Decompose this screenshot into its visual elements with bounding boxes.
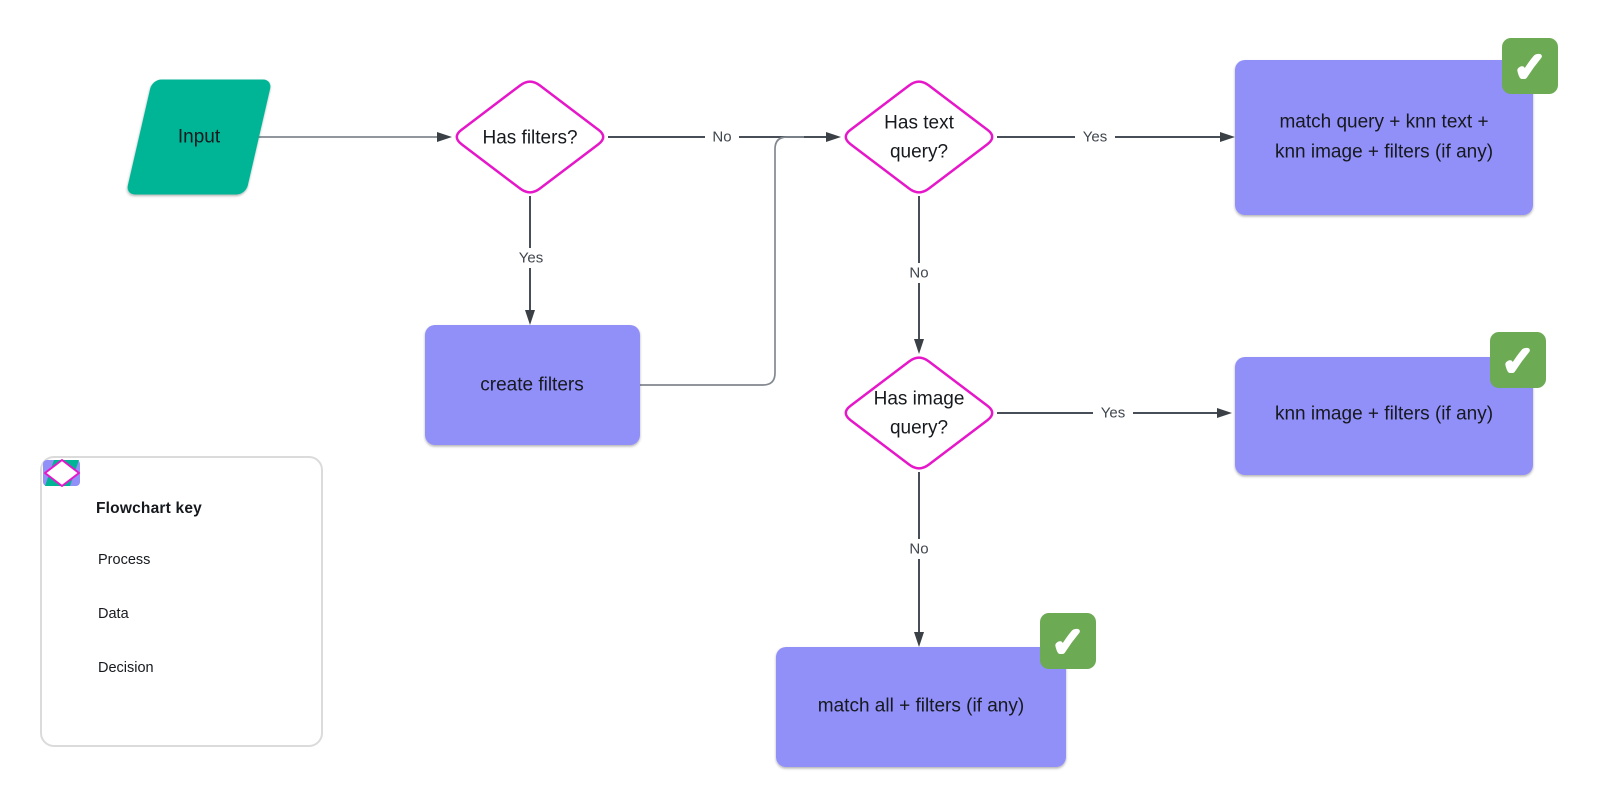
node-match-all-filters: match all + filters (if any) ✓ (776, 613, 1096, 767)
flowchart-key-title: Flowchart key (96, 500, 202, 517)
check-badge: ✓ (1502, 38, 1558, 94)
node-has-text-query: Has text query? (844, 80, 994, 194)
svg-text:Has text: Has text (884, 113, 954, 134)
legend-label: Process (98, 552, 151, 568)
edge-label-no: No (902, 263, 936, 283)
svg-text:query?: query? (890, 418, 948, 439)
svg-text:No: No (712, 129, 731, 146)
flowchart-key-card: Flowchart key Process Data Decision (40, 456, 323, 747)
check-icon: ✓ (1051, 621, 1085, 665)
edge-label-yes: Yes (511, 248, 551, 268)
node-create-filters: create filters (425, 325, 640, 445)
svg-text:knn image + filters (if any): knn image + filters (if any) (1275, 142, 1493, 163)
decision-diamond-shape (455, 80, 605, 194)
svg-text:match query + knn text +: match query + knn text + (1279, 112, 1488, 133)
svg-text:create filters: create filters (480, 375, 583, 396)
decision-diamond-shape (844, 356, 994, 470)
legend-label: Decision (98, 660, 154, 676)
check-badge: ✓ (1040, 613, 1096, 669)
node-has-image-query: Has image query? (844, 356, 994, 470)
svg-text:Has image: Has image (874, 389, 965, 410)
process-box-shape (425, 325, 640, 445)
svg-text:query?: query? (890, 142, 948, 163)
edge-create-filters-to-has-text-query (640, 136, 804, 386)
flowchart-key-items: Process Data Decision (43, 459, 321, 682)
check-icon: ✓ (1513, 46, 1547, 90)
edge-label-no: No (705, 127, 739, 147)
svg-text:knn image + filters (if any): knn image + filters (if any) (1275, 404, 1493, 425)
process-box-shape (776, 647, 1066, 767)
node-has-filters: Has filters? (455, 80, 605, 194)
check-badge-shape (1040, 613, 1096, 669)
decision-swatch-icon (44, 459, 80, 487)
data-parallelogram-shape (127, 79, 271, 195)
svg-text:match all + filters (if any): match all + filters (if any) (818, 696, 1024, 717)
svg-text:No: No (909, 541, 928, 558)
edge-label-no: No (902, 539, 936, 559)
edge-label-yes: Yes (1075, 127, 1115, 147)
svg-text:Yes: Yes (1083, 129, 1107, 146)
check-badge-shape (1490, 332, 1546, 388)
check-badge: ✓ (1490, 332, 1546, 388)
legend-item-process: Process (43, 460, 321, 574)
legend-label: Data (98, 606, 129, 622)
check-icon: ✓ (1501, 340, 1535, 384)
node-input: Input (127, 79, 271, 195)
legend-item-decision: Decision (44, 459, 321, 682)
svg-text:No: No (909, 265, 928, 282)
edges (250, 132, 1235, 647)
legend-item-data: Data (45, 460, 321, 628)
edge-label-yes: Yes (1093, 403, 1133, 423)
check-badge-shape (1502, 38, 1558, 94)
node-knn-image-filters: knn image + filters (if any) ✓ (1235, 332, 1546, 475)
process-box-shape (1235, 357, 1533, 475)
process-box-shape (1235, 60, 1533, 215)
svg-text:Yes: Yes (1101, 405, 1125, 422)
svg-text:Has filters?: Has filters? (482, 128, 577, 149)
node-match-query-knn: match query + knn text + knn image + fil… (1235, 38, 1558, 215)
decision-diamond-shape (844, 80, 994, 194)
svg-text:Yes: Yes (519, 250, 543, 267)
svg-text:Input: Input (178, 127, 221, 148)
edge-labels: No Yes Yes No Yes No (511, 127, 1133, 559)
